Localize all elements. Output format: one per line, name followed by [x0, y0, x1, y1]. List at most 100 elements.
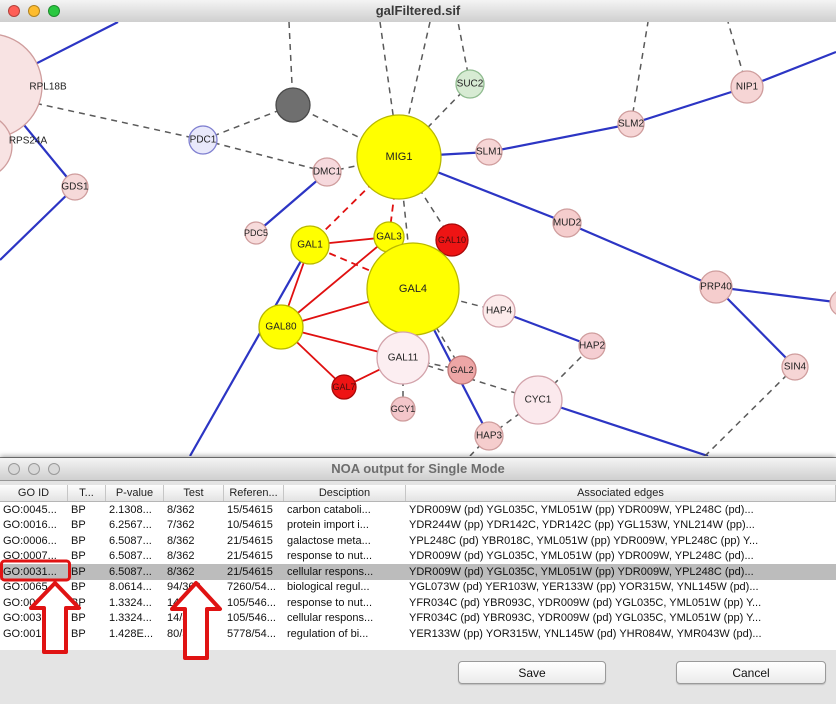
table-cell: GO:0010...	[3, 627, 57, 640]
minimize-button[interactable]	[28, 5, 40, 17]
graph-node-gal10[interactable]	[435, 223, 469, 257]
graph-node-label-gal7: GAL7	[332, 382, 355, 392]
graph-edge	[255, 171, 328, 234]
cancel-button[interactable]: Cancel	[676, 661, 826, 684]
graph-node-mud2[interactable]	[552, 208, 582, 238]
graph-node-prp40[interactable]	[699, 270, 733, 304]
network-canvas[interactable]: RPL18BRPS24AGDS1PDC1DMC1MIG1SUC2SLM1SLM2…	[0, 22, 836, 456]
graph-node-label-dmc1: DMC1	[313, 167, 342, 178]
graph-node-unlabeled-dark[interactable]	[275, 87, 311, 123]
table-cell: GO:0031...	[3, 565, 57, 578]
graph-node-hap4[interactable]	[482, 294, 516, 328]
table-cell: 2.1308...	[109, 503, 152, 516]
graph-node-gal11[interactable]	[376, 331, 430, 385]
save-button[interactable]: Save	[458, 661, 606, 684]
graph-edge	[29, 101, 204, 141]
table-cell: 6.5087...	[109, 534, 152, 547]
table-cell: GO:0006...	[3, 534, 57, 547]
graph-node-dmc1[interactable]	[312, 157, 342, 187]
graph-node-gal80[interactable]	[258, 304, 304, 350]
table-cell: 1.3324...	[109, 596, 152, 609]
graph-edge	[292, 104, 400, 158]
column-header-2[interactable]: P-value	[106, 485, 164, 501]
graph-node-slm1[interactable]	[475, 138, 503, 166]
graph-node-suc2[interactable]	[455, 69, 485, 99]
graph-node-sin4[interactable]	[781, 353, 809, 381]
table-cell: 8/362	[167, 503, 195, 516]
zoom-button[interactable]	[48, 463, 60, 475]
graph-node-gal2[interactable]	[447, 355, 477, 385]
graph-edge	[202, 139, 328, 173]
table-cell: GO:0016...	[3, 519, 57, 532]
graph-node-gcy1[interactable]	[390, 396, 416, 422]
table-cell: 6.5087...	[109, 565, 152, 578]
graph-edge	[398, 83, 471, 158]
table-cell: BP	[71, 503, 86, 516]
table-cell: BP	[71, 627, 86, 640]
graph-edge	[280, 236, 390, 328]
graph-edge	[630, 85, 748, 126]
graph-node-hap3[interactable]	[474, 421, 504, 451]
graph-node-cyc1[interactable]	[513, 375, 563, 425]
graph-node-gal7[interactable]	[331, 374, 357, 400]
table-cell: 6.2567...	[109, 519, 152, 532]
graph-node-nip1[interactable]	[730, 70, 764, 104]
table-cell: BP	[71, 565, 86, 578]
graph-node-label-hap4: HAP4	[486, 306, 513, 317]
title-bar-galfiltered[interactable]: galFiltered.sif	[0, 0, 836, 23]
graph-node-label-rps24a: RPS24A	[9, 136, 48, 147]
zoom-button[interactable]	[48, 5, 60, 17]
column-header-0[interactable]: GO ID	[0, 485, 68, 501]
table-cell: carbon cataboli...	[287, 503, 371, 516]
table-cell: 21/54615	[227, 534, 273, 547]
graph-node-gds1[interactable]	[61, 173, 89, 201]
close-button[interactable]	[8, 5, 20, 17]
minimize-button[interactable]	[28, 463, 40, 475]
graph-edge	[0, 186, 76, 261]
column-header-5[interactable]: Desciption	[284, 485, 406, 501]
graph-node-label-sin4: SIN4	[784, 362, 807, 373]
column-header-1[interactable]: T...	[68, 485, 106, 501]
graph-node-pdc5[interactable]	[244, 221, 268, 245]
column-header-6[interactable]: Associated edges	[406, 485, 836, 501]
graph-node-rpl18b[interactable]	[0, 34, 43, 138]
column-header-4[interactable]: Referen...	[224, 485, 284, 501]
graph-node-label-gcy1: GCY1	[391, 404, 416, 414]
table-cell: 8/362	[167, 565, 195, 578]
graph-node-rps24a[interactable]	[0, 114, 13, 178]
graph-node-label-hap2: HAP2	[579, 341, 606, 352]
graph-node-edge-node[interactable]	[829, 290, 836, 316]
graph-node-label-gal11: GAL11	[388, 353, 419, 364]
table-cell: protein import i...	[287, 519, 369, 532]
graph-node-label-pdc1: PDC1	[190, 135, 217, 146]
graph-node-gal1[interactable]	[290, 225, 330, 265]
graph-node-pdc1[interactable]	[188, 125, 218, 155]
graph-node-label-gal3: GAL3	[376, 232, 402, 243]
table-cell: 5778/54...	[227, 627, 276, 640]
table-cell: YDR009W (pd) YGL035C, YML051W (pp) YDR00…	[409, 503, 754, 516]
column-header-3[interactable]: Test	[164, 485, 224, 501]
graph-node-label-rpl18b: RPL18B	[29, 82, 67, 93]
title-bar-noa[interactable]: NOA output for Single Mode	[0, 458, 836, 481]
table-cell: 1.428E...	[109, 627, 154, 640]
close-button[interactable]	[8, 463, 20, 475]
graph-node-hap2[interactable]	[578, 332, 606, 360]
table-cell: regulation of bi...	[287, 627, 369, 640]
table-cell: response to nut...	[287, 550, 372, 563]
graph-edge	[630, 22, 649, 125]
table-cell: BP	[71, 519, 86, 532]
graph-node-slm2[interactable]	[617, 110, 645, 138]
graph-node-mig1[interactable]	[356, 114, 442, 200]
